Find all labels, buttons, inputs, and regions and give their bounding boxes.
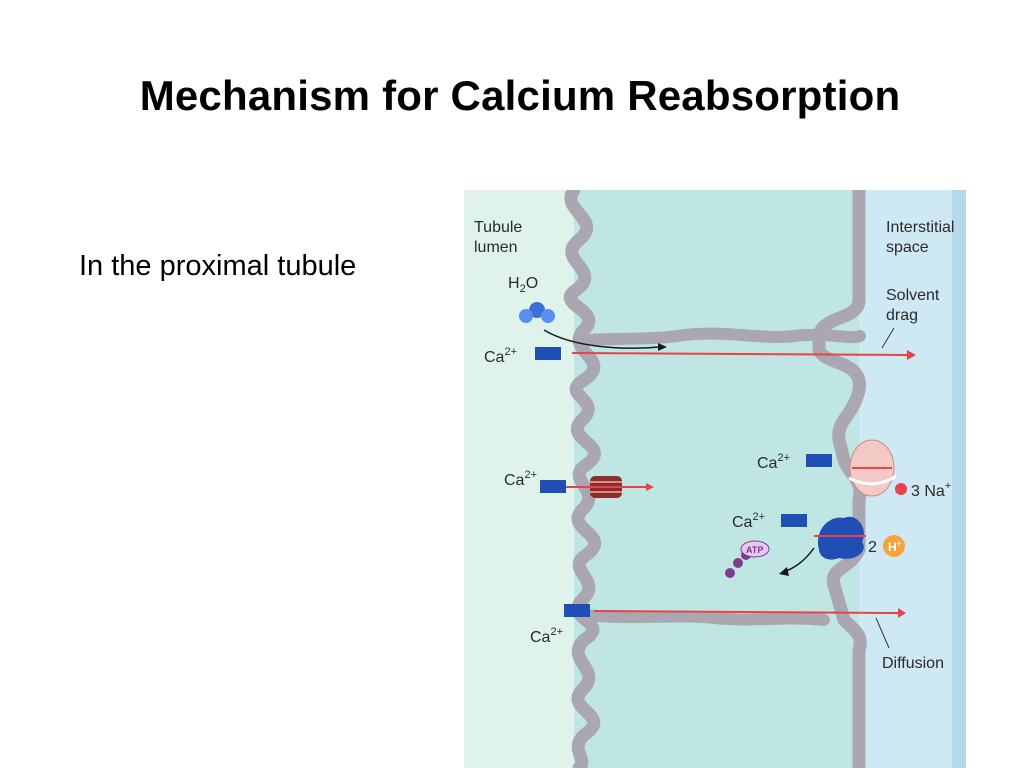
atp-label: ATP <box>746 545 763 555</box>
lower-cell-junction <box>580 609 830 626</box>
calcium-label-5: Ca2+ <box>530 626 563 646</box>
calcium-reabsorption-diagram: H2O Tubule lumen Interstitial space Solv… <box>464 190 966 768</box>
sodium-ion-icon <box>895 483 907 495</box>
calcium-label-3: Ca2+ <box>757 452 790 472</box>
diffusion-arrow <box>593 610 899 614</box>
calcium-block-2 <box>540 480 566 493</box>
proton-count-label: 2 <box>868 539 877 556</box>
upper-cell-junction <box>580 327 866 346</box>
tubule-lumen-label-1: Tubule <box>474 219 522 236</box>
solvent-drag-pointer <box>881 327 895 349</box>
sodium-label: 3 Na+ <box>911 480 951 500</box>
calcium-label-4-sup: 2+ <box>752 511 765 523</box>
calcium-label-2-sup: 2+ <box>524 469 537 481</box>
solvent-drag-arrowhead <box>907 350 916 360</box>
diffusion-arrowhead <box>898 608 906 618</box>
calcium-block-3 <box>806 454 832 467</box>
water-label: H2O <box>508 275 538 295</box>
slide-title: Mechanism for Calcium Reabsorption <box>139 72 901 119</box>
solvent-drag-label-1: Solvent <box>886 287 940 304</box>
water-label-base: H <box>508 275 520 292</box>
calcium-atpase-icon <box>814 516 866 560</box>
calcium-label-4: Ca2+ <box>732 511 765 531</box>
atp-molecule-icon <box>725 540 770 578</box>
book-edge-shadow <box>952 190 966 768</box>
calcium-label-2-base: Ca <box>504 472 525 489</box>
calcium-label-5-sup: 2+ <box>550 626 563 638</box>
apical-membrane <box>563 190 601 768</box>
sodium-calcium-exchanger-icon <box>848 439 897 497</box>
interstitial-label-1: Interstitial <box>886 219 954 236</box>
solvent-drag-arrow <box>571 352 908 356</box>
proton-badge-sup: + <box>897 539 902 548</box>
sodium-label-count: 3 Na <box>911 483 945 500</box>
calcium-label-3-sup: 2+ <box>777 452 790 464</box>
calcium-label-1: Ca2+ <box>484 346 517 366</box>
calcium-label-4-base: Ca <box>732 514 753 531</box>
diffusion-label: Diffusion <box>882 655 944 672</box>
basolateral-membrane <box>812 190 867 768</box>
calcium-label-1-sup: 2+ <box>504 346 517 358</box>
proton-badge-base: H <box>888 540 897 554</box>
tubule-lumen-label-2: lumen <box>474 239 518 256</box>
water-label-sub: 2 <box>520 283 526 295</box>
calcium-label-1-base: Ca <box>484 349 505 366</box>
atp-hydrolysis-arrowhead <box>779 567 789 576</box>
proton-badge: H+ <box>888 539 902 554</box>
cell-background <box>574 190 874 768</box>
water-label-tail: O <box>526 275 538 292</box>
calcium-label-2: Ca2+ <box>504 469 537 489</box>
diffusion-pointer <box>875 617 890 649</box>
channel-arrowhead <box>646 483 654 491</box>
interstitial-label-2: space <box>886 239 929 256</box>
water-molecule-icon <box>519 302 555 323</box>
water-arrow <box>543 329 660 349</box>
calcium-label-3-base: Ca <box>757 455 778 472</box>
water-arrowhead <box>658 343 667 351</box>
calcium-block-4 <box>781 514 807 527</box>
solvent-drag-label-2: drag <box>886 307 918 324</box>
proton-badge-icon <box>883 535 905 557</box>
sodium-label-sup: + <box>945 480 951 492</box>
calcium-block-5 <box>564 604 590 617</box>
bullet-text: In the proximal tubule <box>79 250 357 282</box>
calcium-block-1 <box>535 347 561 360</box>
calcium-label-5-base: Ca <box>530 629 551 646</box>
lumen-background <box>464 190 574 768</box>
